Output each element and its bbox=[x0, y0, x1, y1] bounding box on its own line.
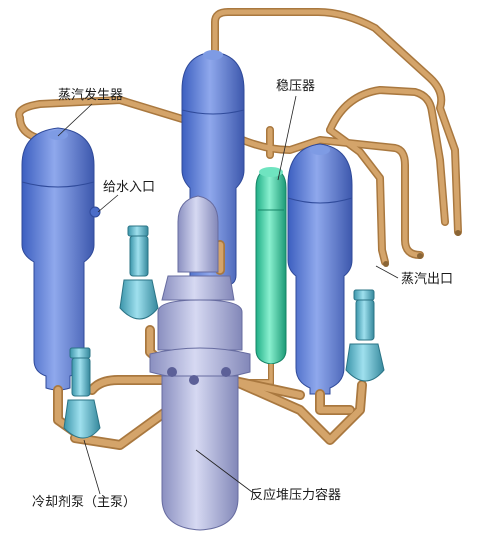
feedwater-inlet-label: 给水入口 bbox=[103, 180, 156, 195]
coolant-pump-front-left bbox=[63, 347, 101, 439]
steam-outlet-label: 蒸汽出口 bbox=[401, 272, 454, 287]
pressurizer-label: 稳压器 bbox=[276, 79, 316, 94]
reactor-pressure-vessel-label: 反应堆压力容器 bbox=[250, 488, 342, 503]
steam-generator-label: 蒸汽发生器 bbox=[58, 88, 124, 103]
coolant-pump-label: 冷却剂泵（主泵） bbox=[32, 495, 137, 510]
coolant-pump-right bbox=[345, 289, 385, 382]
coolant-pump-back-left bbox=[119, 225, 159, 320]
leader-lines bbox=[57, 95, 399, 495]
steam-generator-right bbox=[287, 143, 353, 395]
